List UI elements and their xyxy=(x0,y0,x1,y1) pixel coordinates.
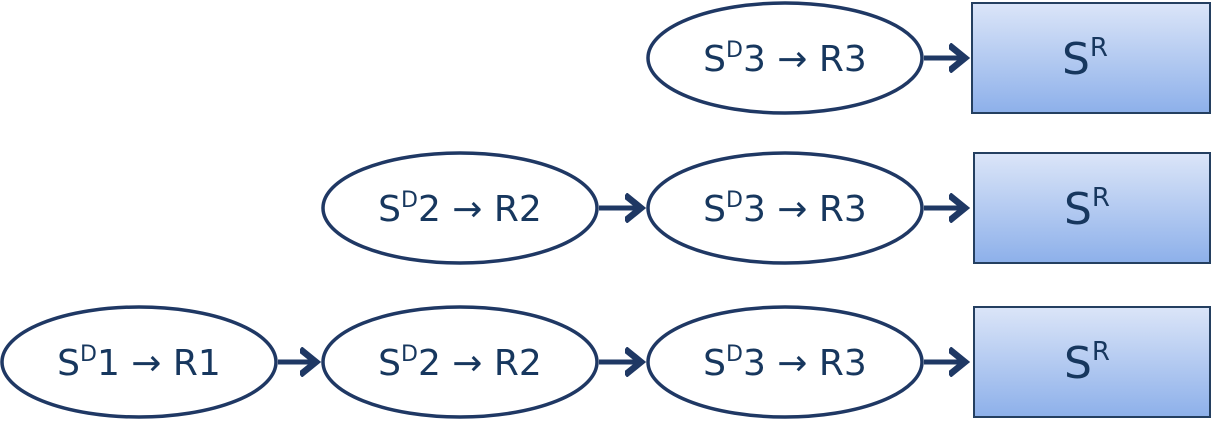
state-sup: D xyxy=(726,188,743,213)
state-num: 1 xyxy=(97,343,120,384)
state-arrow: → xyxy=(766,39,819,80)
result-base: S xyxy=(1064,338,1092,389)
state-num: 2 xyxy=(418,189,441,230)
result-label: SR xyxy=(1064,337,1110,389)
state-s: S xyxy=(378,343,401,384)
result-sup: R xyxy=(1090,33,1108,63)
state-label: SD3 → R3 xyxy=(703,188,867,230)
state-arrow: → xyxy=(441,343,494,384)
state-s: S xyxy=(703,39,726,80)
result-box-rect xyxy=(971,2,1211,114)
state-r: R2 xyxy=(494,189,542,230)
state-sup: D xyxy=(401,188,418,213)
state-sup: D xyxy=(726,38,743,63)
state-ellipse xyxy=(0,305,278,419)
state-label: SD3 → R3 xyxy=(703,38,867,80)
state-num: 3 xyxy=(743,189,766,230)
state-s: S xyxy=(378,189,401,230)
state-s: S xyxy=(703,189,726,230)
state-s: S xyxy=(703,343,726,384)
state-num: 3 xyxy=(743,39,766,80)
state-r: R3 xyxy=(819,343,867,384)
state-label: SD2 → R2 xyxy=(378,342,542,384)
result-base: S xyxy=(1064,184,1092,235)
result-box: SR xyxy=(973,152,1211,264)
state-node: SD3 → R3 xyxy=(646,151,924,265)
state-ellipse xyxy=(646,305,924,419)
result-label: SR xyxy=(1062,33,1108,85)
state-node: SD1 → R1 xyxy=(0,305,278,419)
state-sup: D xyxy=(80,342,97,367)
state-label: SD1 → R1 xyxy=(57,342,221,384)
result-sup: R xyxy=(1092,337,1110,367)
state-ellipse xyxy=(321,151,599,265)
state-r: R2 xyxy=(494,343,542,384)
state-num: 3 xyxy=(743,343,766,384)
state-sup: D xyxy=(726,342,743,367)
state-arrow: → xyxy=(766,343,819,384)
result-base: S xyxy=(1062,34,1090,85)
state-arrow: → xyxy=(120,343,173,384)
result-box-rect xyxy=(973,306,1211,418)
result-sup: R xyxy=(1092,183,1110,213)
state-node: SD3 → R3 xyxy=(646,305,924,419)
state-node: SD2 → R2 xyxy=(321,305,599,419)
state-node: SD3 → R3 xyxy=(646,1,924,115)
state-num: 2 xyxy=(418,343,441,384)
state-ellipse xyxy=(646,151,924,265)
result-label: SR xyxy=(1064,183,1110,235)
state-label: SD2 → R2 xyxy=(378,188,542,230)
result-box-rect xyxy=(973,152,1211,264)
state-arrow: → xyxy=(441,189,494,230)
state-label: SD3 → R3 xyxy=(703,342,867,384)
state-sup: D xyxy=(401,342,418,367)
result-box: SR xyxy=(971,2,1211,114)
state-r: R3 xyxy=(819,39,867,80)
state-node: SD2 → R2 xyxy=(321,151,599,265)
state-s: S xyxy=(57,343,80,384)
state-r: R3 xyxy=(819,189,867,230)
result-box: SR xyxy=(973,306,1211,418)
state-arrow: → xyxy=(766,189,819,230)
state-ellipse xyxy=(646,1,924,115)
state-r: R1 xyxy=(173,343,221,384)
state-ellipse xyxy=(321,305,599,419)
